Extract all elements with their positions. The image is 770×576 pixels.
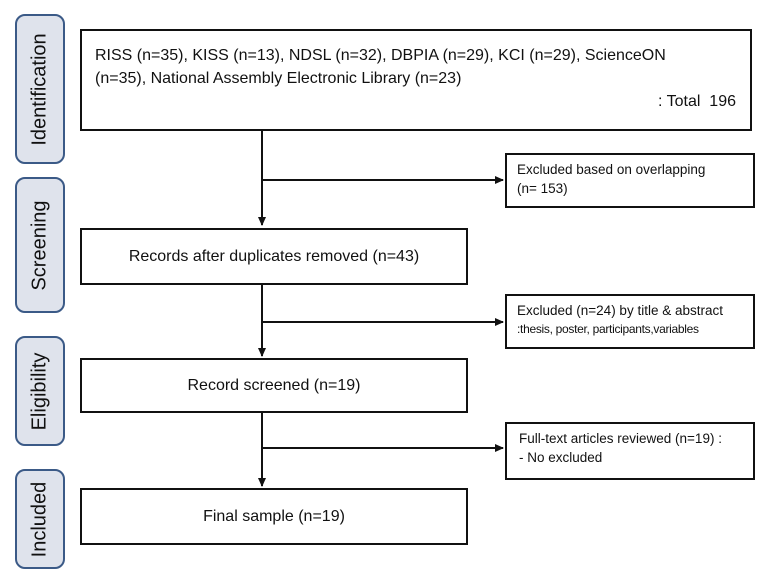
fulltext-review-line-1: Full-text articles reviewed (n=19) :: [519, 431, 722, 446]
duplicates-removed-text: Records after duplicates removed (n=43): [128, 247, 420, 265]
title-abstract-exclusion-box: Excluded (n=24) by title & abstract :the…: [505, 294, 755, 349]
title-abstract-exclusion-line-1: Excluded (n=24) by title & abstract: [517, 303, 723, 318]
duplicates-removed-box: Records after duplicates removed (n=43): [80, 228, 468, 285]
sources-total: : Total 196: [658, 93, 736, 110]
stage-included-label: Included: [28, 481, 51, 557]
fulltext-review-line-2: - No excluded: [519, 450, 603, 465]
final-sample-text: Final sample (n=19): [203, 507, 345, 525]
identification-sources-box: RISS (n=35), KISS (n=13), NDSL (n=32), D…: [80, 29, 752, 131]
stage-included: Included: [15, 469, 65, 569]
sources-line-2: (n=35), National Assembly Electronic Lib…: [95, 70, 462, 87]
record-screened-box: Record screened (n=19): [80, 358, 468, 413]
stage-screening: Screening: [15, 177, 65, 313]
final-sample-box: Final sample (n=19): [80, 488, 468, 545]
overlap-exclusion-line-2: (n= 153): [517, 181, 568, 196]
overlap-exclusion-line-1: Excluded based on overlapping: [517, 162, 706, 177]
stage-eligibility-label: Eligibility: [28, 352, 51, 430]
title-abstract-exclusion-line-2: :thesis, poster, participants,variables: [517, 322, 699, 336]
stage-identification-label: Identification: [28, 32, 51, 146]
overlap-exclusion-box: Excluded based on overlapping (n= 153): [505, 153, 755, 208]
stage-identification: Identification: [15, 14, 65, 164]
fulltext-review-box: Full-text articles reviewed (n=19) : - N…: [505, 422, 755, 480]
stage-eligibility: Eligibility: [15, 336, 65, 446]
sources-line-1: RISS (n=35), KISS (n=13), NDSL (n=32), D…: [95, 47, 666, 64]
stage-screening-label: Screening: [28, 199, 51, 291]
record-screened-text: Record screened (n=19): [187, 376, 361, 394]
